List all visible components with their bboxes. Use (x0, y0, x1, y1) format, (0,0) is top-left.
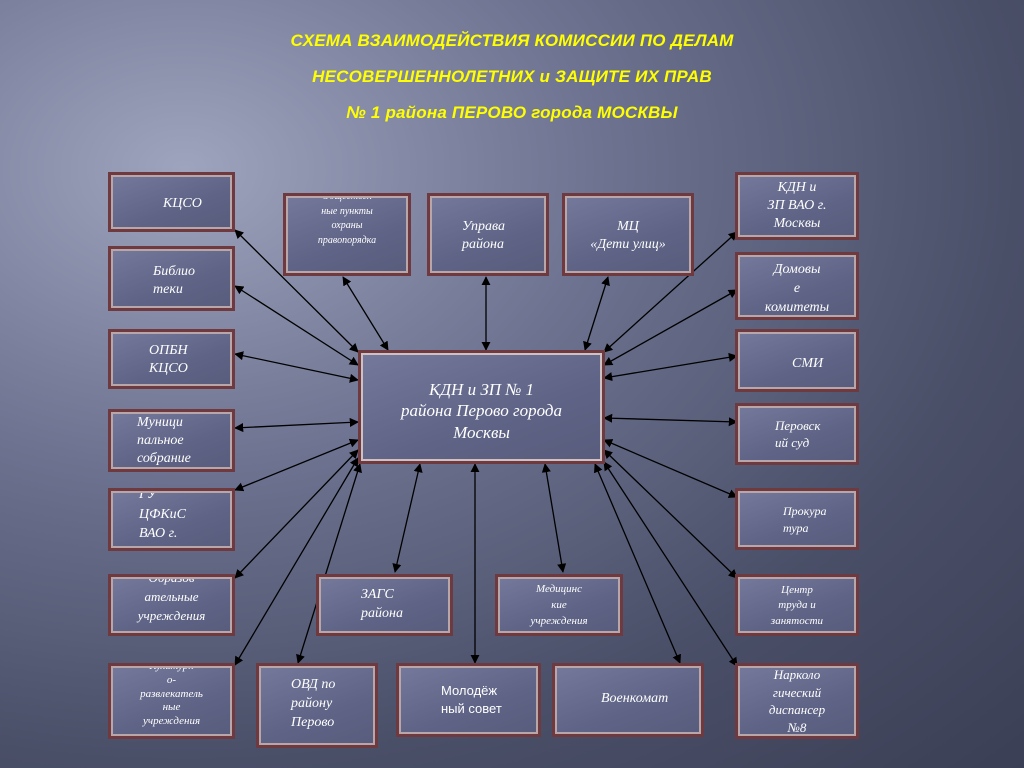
node-perovsky-sud: Перовск ий суд (735, 403, 859, 465)
node-label: Библио теки (153, 264, 196, 298)
node-municipal: Муници пальное собрание (108, 409, 235, 472)
node-kcso: КЦСО (108, 172, 235, 232)
node-label: Домовы е комитеты (764, 262, 830, 315)
node-label: Обществен ные пункты охраны правопорядка (317, 196, 377, 246)
node-prokuratura: Прокура тура (735, 488, 859, 550)
node-kultur: Культурн о- развлекатель ные учреждения (108, 663, 235, 739)
arrow-mc (583, 276, 610, 351)
node-zags: ЗАГС района (316, 574, 453, 636)
arrow-prokuratura (603, 439, 738, 498)
node-label: Управа района (462, 219, 506, 253)
arrow-obshestv (342, 276, 389, 351)
node-label: МЦ «Дети улиц» (590, 219, 666, 253)
arrow-municipal (234, 417, 359, 433)
arrow-sud (603, 413, 738, 427)
node-label: ОПБН КЦСО (149, 343, 188, 377)
arrow-opbn (234, 351, 359, 383)
node-domovye: Домовы е комитеты (735, 252, 859, 320)
node-label: КЦСО (163, 196, 202, 211)
node-label: ЗАГС района (361, 587, 403, 621)
node-smi: СМИ (735, 329, 859, 392)
node-label: Образов ательные учреждения (137, 577, 206, 623)
diagram-title-line-2: НЕСОВЕРШЕННОЛЕТНИХ и ЗАЩИТЕ ИХ ПРАВ (312, 67, 712, 86)
arrow-centr-truda (603, 449, 738, 579)
diagram-title-line-3: № 1 района ПЕРОВО города МОСКВЫ (346, 103, 678, 122)
arrow-medic (541, 463, 567, 573)
node-centr-truda: Центр труда и занятости (735, 574, 859, 636)
arrow-smi (603, 352, 738, 382)
node-obshestv: Обществен ные пункты охраны правопорядка (283, 193, 411, 276)
node-medic: Медицинс кие учреждения (495, 574, 623, 636)
node-label: СМИ (792, 356, 824, 371)
arrow-gu-cfkis (234, 438, 359, 492)
node-label: Перовск ий суд (775, 418, 821, 450)
node-narko-8: Нарколо гический диспансер №8 (735, 663, 859, 739)
node-label: ОВД по району Перово (291, 677, 336, 730)
node-label: Культурн о- развлекатель ные учреждения (140, 666, 203, 727)
node-opbn-kcso: ОПБН КЦСО (108, 329, 235, 389)
node-label: КДН и ЗП ВАО г. Москвы (767, 180, 827, 232)
node-mc-deti-ulic: МЦ «Дети улиц» (562, 193, 694, 276)
arrow-obrazov (234, 449, 359, 579)
node-label: Нарколо гический диспансер №8 (768, 667, 826, 735)
node-label: Центр труда и занятости (770, 584, 824, 627)
node-label: Военкомат (601, 691, 669, 706)
node-gu-cfkis: ГУ ЦФКиС ВАО г. Москвы (108, 488, 235, 551)
center-node-kdn-zp-1: КДН и ЗП № 1 района Перово города Москвы (358, 350, 605, 464)
node-kdn-zp-vao: КДН и ЗП ВАО г. Москвы (735, 172, 859, 240)
node-biblioteki: Библио теки (108, 246, 235, 311)
node-label: ГУ ЦФКиС ВАО г. Москвы (139, 491, 187, 546)
diagram-title-line-1: СХЕМА ВЗАИМОДЕЙСТВИЯ КОМИССИИ ПО ДЕЛАМ (290, 31, 734, 50)
arrow-narko (603, 461, 738, 667)
node-label: Молодёж ный совет (441, 683, 502, 717)
node-molodezh-sovet: Молодёж ный совет (396, 663, 541, 737)
arrow-biblioteki (234, 285, 359, 366)
node-uprava: Управа района (427, 193, 549, 276)
arrow-zags (392, 463, 423, 573)
node-label: Муници пальное собрание (137, 415, 191, 466)
node-voenkomat: Военкомат (552, 663, 704, 737)
arrow-domovye (603, 289, 738, 366)
center-node-label: КДН и ЗП № 1 района Перово города Москвы (401, 380, 562, 442)
node-label: Медицинс кие учреждения (530, 583, 588, 627)
node-label: Прокура тура (783, 504, 827, 535)
node-obrazov: Образов ательные учреждения (108, 574, 235, 636)
node-ovd-perovo: ОВД по району Перово (256, 663, 378, 748)
